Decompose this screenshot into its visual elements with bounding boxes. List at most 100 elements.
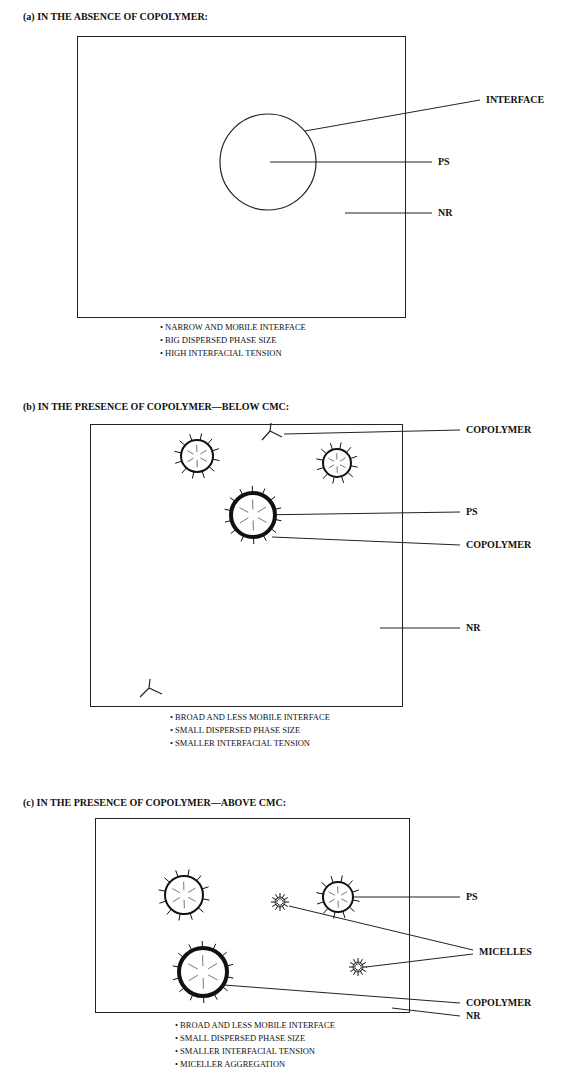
copolymer-tail [322,882,327,887]
copolymer-tail [165,878,170,883]
part-label: PS [438,156,450,168]
particles [159,433,367,1003]
copolymer-tail [222,987,228,991]
copolymer-tail [209,467,214,472]
copolymer-tail [270,496,275,500]
copolymer-tail [351,466,358,467]
copolymer-tail [239,508,248,513]
copolymer-tail [188,897,196,901]
part-label: NR [438,207,452,219]
copolymer-tail [179,914,180,921]
micelle [349,967,356,968]
copolymer-tail [329,465,334,468]
copolymer-tail [338,901,339,908]
part-label: COPOLYMER [466,424,531,436]
copolymer-tail [241,535,244,541]
leader-lines [140,100,480,1016]
copolymer-tail [225,509,232,510]
copolymer-tail [353,900,360,901]
note-text: • HIGH INTERFACIAL TENSION [160,348,282,359]
copolymer-tail [227,977,234,978]
copolymer-tail [173,966,180,967]
copolymer-tail [252,486,253,493]
copolymer-tail [202,887,209,889]
note-text: • BROAD AND LESS MOBILE INTERFACE [175,1020,335,1031]
micelle [358,970,359,977]
copolymer-tail [188,964,197,969]
copolymer-tail [173,978,180,980]
part-label: PS [466,506,478,518]
panel-box: (a) IN THE ABSENCE OF COPOLYMER: [77,36,406,318]
panel-box: (b) IN THE PRESENCE OF COPOLYMER—BELOW C… [90,424,403,707]
copolymer-tail [316,459,323,460]
part-label: MICELLES [479,946,532,958]
copolymer-tail [323,473,328,478]
part-label: INTERFACE [486,94,544,106]
panel-heading: (a) IN THE ABSENCE OF COPOLYMER: [23,11,208,22]
copolymer-tail [179,987,184,991]
micelle [275,897,285,907]
leader-line [289,906,473,950]
copolymer-tail [349,907,354,912]
copolymer-tail [328,458,334,461]
copolymer-tail [190,913,192,920]
copolymer-tail [329,899,335,903]
copolymer-tail [341,892,347,896]
copolymer-tail [317,467,324,469]
copolymer-tail [178,953,184,957]
note-text: • SMALL DISPERSED PHASE SIZE [170,725,300,736]
leader-line [380,628,460,629]
copolymer-tail [208,963,217,969]
copolymer-tail [340,465,346,468]
copolymer-tail [334,912,335,919]
copolymer-tail [253,520,254,530]
copolymer-tail [201,458,207,461]
micelle [283,902,290,903]
micelle [358,958,359,965]
leader-line [256,512,460,515]
copolymer-tail [198,908,203,913]
ps-particle [179,948,227,996]
copolymer-tail [159,901,166,903]
note-text: • BIG DISPERSED PHASE SIZE [160,335,276,346]
copolymer-tail [202,471,204,478]
copolymer-tail [333,477,334,484]
copolymer-chain [262,423,282,440]
copolymer-tail [316,893,323,894]
copolymer-tail [329,892,335,895]
panel-box: (c) IN THE PRESENCE OF COPOLYMER—ABOVE C… [95,818,410,1013]
copolymer-tail [203,996,204,1003]
copolymer-tail [341,899,347,902]
copolymer-tail [221,952,226,956]
copolymer-tail [182,468,187,473]
copolymer-tail [340,458,345,461]
copolymer-tail [240,518,248,523]
copolymer-tail [352,890,359,892]
copolymer-tail [212,449,219,451]
copolymer-tail [263,535,266,541]
part-label: COPOLYMER [466,997,531,1009]
leader-line [305,100,480,131]
note-text: • BROAD AND LESS MOBILE INTERFACE [170,712,330,723]
copolymer-tail [258,518,267,523]
copolymer-tail [240,489,243,495]
copolymer-tail [317,902,324,904]
copolymer-tail [275,519,282,520]
part-label: PS [466,891,478,903]
copolymer-tail [187,458,193,462]
note-text: • SMALLER INTERFACIAL TENSION [175,1046,315,1057]
part-label: COPOLYMER [466,539,531,551]
copolymer-tail [203,978,204,989]
copolymer-tail [331,876,333,883]
copolymer-tail [231,529,236,533]
copolymer-tail [336,453,337,459]
copolymer-tail [271,528,277,532]
micelle [280,893,281,900]
copolymer-tail [343,911,345,918]
leader-line [284,430,460,434]
micelle [271,902,278,903]
micelle [353,962,363,972]
leader-line [345,213,432,214]
leader-line [340,897,460,898]
